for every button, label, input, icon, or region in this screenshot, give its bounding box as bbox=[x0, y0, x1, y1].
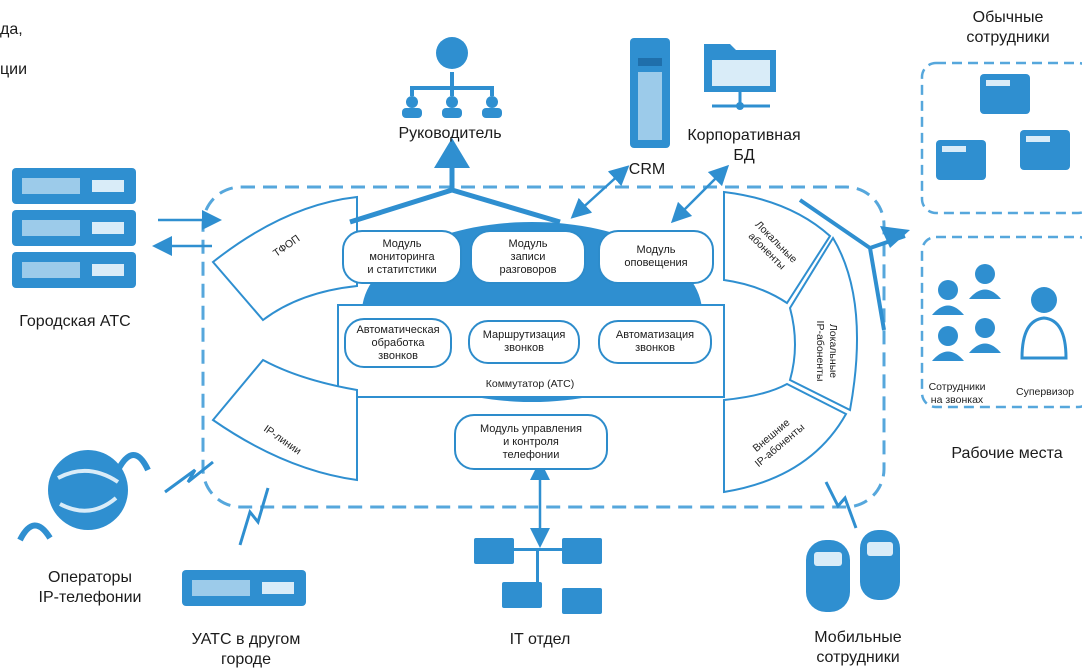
segment-local-subscribers bbox=[723, 190, 832, 305]
segment-local-ip bbox=[788, 236, 859, 412]
corner-text-line1: да, bbox=[0, 21, 23, 38]
supervisor-label: Супервизор bbox=[1015, 386, 1075, 398]
corner-text-line2: ции bbox=[0, 61, 28, 78]
server-rack-icon bbox=[182, 570, 306, 606]
workplaces-box bbox=[920, 235, 1082, 409]
supervisor-icon bbox=[1020, 287, 1068, 360]
corp-db-label: Корпоративная БД bbox=[687, 127, 801, 164]
desk-phone-icon bbox=[936, 74, 1070, 180]
server-rack-icon bbox=[12, 168, 136, 288]
module-recording: Модуль записи разговоров bbox=[470, 230, 586, 284]
module-routing: Маршрутизация звонков bbox=[468, 320, 580, 364]
mobile-phone-icon bbox=[806, 530, 900, 612]
regular-staff-label: Обычные сотрудники bbox=[966, 9, 1050, 46]
segment-ip-lines bbox=[211, 358, 358, 482]
mobile-staff-label: Мобильные сотрудники bbox=[814, 629, 902, 666]
crm-server-icon bbox=[630, 38, 670, 148]
headset-operator-icon bbox=[932, 264, 1001, 361]
arrow-crm bbox=[570, 165, 630, 219]
org-chart-icon bbox=[402, 37, 502, 118]
segment-pstn bbox=[211, 195, 358, 322]
workplaces-label: Рабочие места bbox=[951, 445, 1063, 462]
lightning-icon bbox=[164, 460, 214, 494]
city-pbx-label: Городская АТС bbox=[19, 313, 131, 330]
manager-label: Руководитель bbox=[398, 125, 502, 142]
module-automation: Автоматизация звонков bbox=[598, 320, 712, 364]
arrow-head-workplaces bbox=[880, 226, 910, 248]
module-management: Модуль управления и контроля телефонии bbox=[454, 414, 608, 470]
lightning-icon bbox=[824, 481, 858, 529]
crm-label: CRM bbox=[628, 161, 666, 178]
segment-local-ip-label: Локальные IP-абоненты bbox=[814, 320, 839, 382]
module-notification: Модуль оповещения bbox=[598, 230, 714, 284]
arrow-db bbox=[670, 164, 730, 224]
lightning-icon bbox=[238, 487, 270, 546]
call-agents-label: Сотрудники на звонках bbox=[928, 381, 986, 406]
globe-headset-icon bbox=[17, 450, 151, 542]
network-computers-icon bbox=[474, 538, 602, 614]
arrow-head-manager bbox=[434, 138, 470, 168]
it-dept-label: IT отдел bbox=[509, 631, 571, 648]
ip-operators-label: Операторы IP-телефонии bbox=[38, 569, 142, 606]
switch-label: Коммутатор (АТС) bbox=[485, 378, 575, 390]
module-monitoring: Модуль мониторинга и статитстики bbox=[342, 230, 462, 284]
remote-pbx-label: УАТС в другом городе bbox=[191, 631, 301, 668]
segment-external-ip bbox=[723, 382, 848, 494]
database-folder-icon bbox=[704, 44, 776, 110]
arrow-to-manager bbox=[349, 168, 561, 225]
module-auto-processing: Автоматическая обработка звонков bbox=[344, 318, 452, 368]
regular-staff-box bbox=[920, 61, 1082, 215]
